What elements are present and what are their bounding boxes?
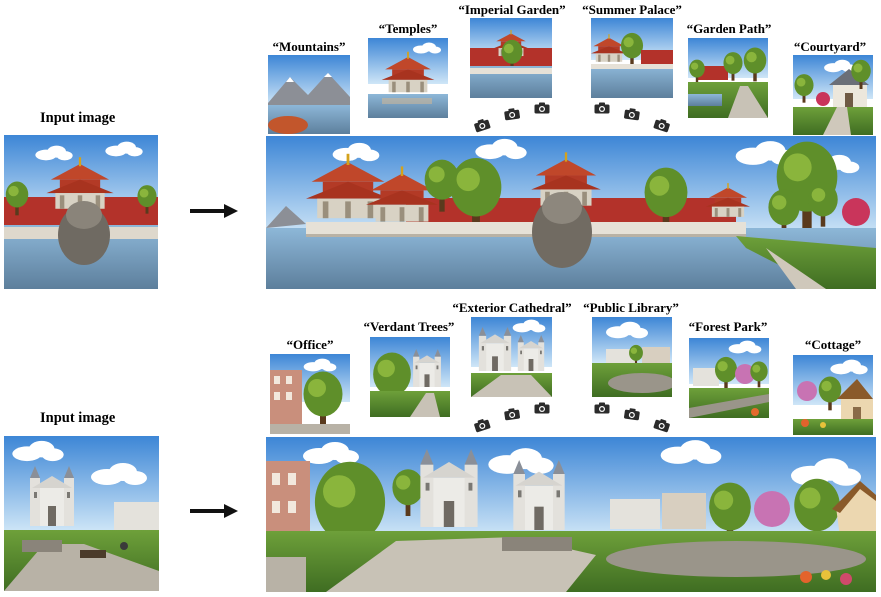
row1-camera-icon-6 — [653, 117, 672, 133]
row1-input-label: Input image — [40, 110, 116, 126]
row2-thumb-forest-park — [689, 338, 769, 418]
row2-thumb-public-library — [592, 317, 672, 397]
row2-thumb-exterior-cathedral — [471, 317, 552, 397]
row1-camera-icon-4 — [594, 102, 610, 114]
row2-camera-icon-3 — [534, 402, 550, 414]
row2-prompt-label-verdant-trees: “Verdant Trees” — [363, 319, 455, 334]
row1-prompt-label-garden-path: “Garden Path” — [686, 21, 772, 36]
row1-camera-icon-1 — [473, 117, 492, 133]
row1-right-arrow-icon — [190, 204, 238, 218]
row2-camera-icon-4 — [594, 402, 610, 414]
row1-prompt-label-summer-palace: “Summer Palace” — [582, 2, 682, 17]
row2-camera-icon-1 — [473, 417, 492, 433]
row2-prompt-label-exterior-cathedral: “Exterior Cathedral” — [452, 300, 572, 315]
row2-camera-icon-2 — [503, 407, 521, 421]
row2-prompt-label-cottage: “Cottage” — [804, 337, 862, 352]
row1-camera-icon-2 — [503, 107, 521, 121]
row2-camera-icon-5 — [623, 407, 641, 421]
row1-thumb-temples — [368, 38, 448, 118]
row2-panorama-output — [266, 437, 876, 592]
row1-input-image — [4, 135, 158, 289]
row2-prompt-label-public-library: “Public Library” — [583, 300, 679, 315]
row1-thumb-imperial-garden — [470, 18, 552, 98]
row2-prompt-label-forest-park: “Forest Park” — [688, 319, 768, 334]
row1-thumb-summer-palace — [591, 18, 673, 98]
row1-camera-icon-5 — [623, 107, 641, 121]
row2-camera-icon-6 — [653, 417, 672, 433]
row2-input-image — [4, 436, 159, 591]
row2-prompt-label-office: “Office” — [286, 337, 334, 352]
row1-prompt-label-mountains: “Mountains” — [272, 39, 346, 54]
row1-thumb-garden-path — [688, 38, 768, 118]
row1-prompt-label-temples: “Temples” — [378, 21, 438, 36]
row2-thumb-office — [270, 354, 350, 434]
row2-input-label: Input image — [40, 410, 116, 426]
row1-camera-icon-3 — [534, 102, 550, 114]
row1-prompt-label-courtyard: “Courtyard” — [793, 39, 867, 54]
row2-thumb-verdant-trees — [370, 337, 450, 417]
row1-thumb-mountains — [268, 55, 350, 134]
row1-thumb-courtyard — [793, 55, 873, 135]
row1-prompt-label-imperial-garden: “Imperial Garden” — [458, 2, 566, 17]
row2-right-arrow-icon — [190, 504, 238, 518]
row2-thumb-cottage — [793, 355, 873, 435]
row1-panorama-output — [266, 136, 876, 289]
